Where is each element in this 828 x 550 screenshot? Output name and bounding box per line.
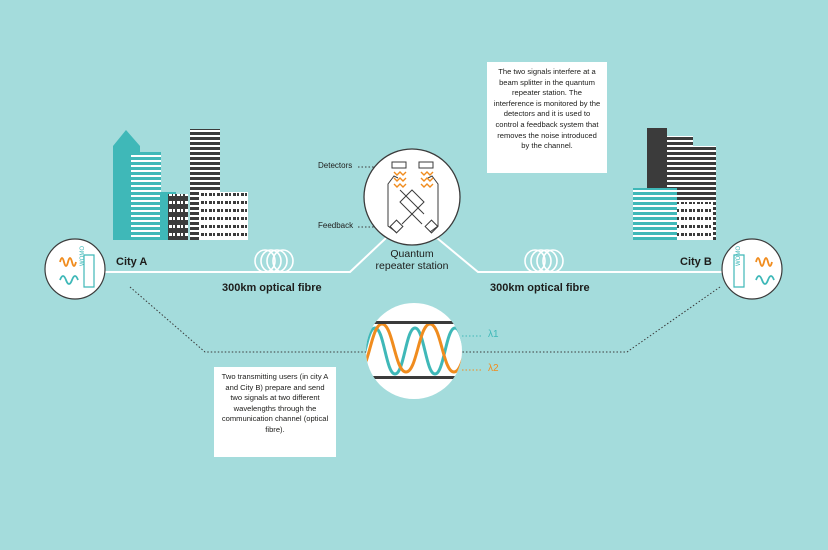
device-text-right: WOMO xyxy=(736,246,742,266)
building-icon xyxy=(673,202,713,240)
detectors-label: Detectors xyxy=(318,161,353,170)
info-box-bottom: Two transmitting users (in city A and Ci… xyxy=(214,367,336,457)
wave-icon xyxy=(366,303,482,399)
fibre-label-right: 300km optical fibre xyxy=(490,282,590,294)
building-icon xyxy=(633,188,677,240)
building-icon xyxy=(168,194,188,240)
fibre-label-left: 300km optical fibre xyxy=(222,282,322,294)
city-a-buildings xyxy=(113,129,248,240)
fibre-coil-icon xyxy=(524,249,564,273)
sender-device-icon xyxy=(721,238,783,300)
city-a-label: City A xyxy=(116,256,148,268)
detector-icon xyxy=(418,161,434,188)
feedback-label: Feedback xyxy=(318,221,354,230)
station-label-line1: Quantum xyxy=(390,248,434,260)
building-icon xyxy=(113,130,140,146)
lambda1-label: λ1 xyxy=(488,329,499,340)
detector-icon xyxy=(391,161,407,188)
lambda2-label: λ2 xyxy=(488,363,499,374)
fibre-coil-icon xyxy=(254,249,294,273)
quantum-repeater-station xyxy=(363,148,461,246)
device-text-left: WOMO xyxy=(80,246,86,266)
info-box-top: The two signals interfere at a beam spli… xyxy=(487,62,607,173)
station-label: Quantum repeater station xyxy=(362,248,462,272)
station-label-line2: repeater station xyxy=(375,260,449,272)
building-icon xyxy=(199,192,248,240)
city-b-label: City B xyxy=(680,256,712,268)
city-b-buildings xyxy=(633,128,716,240)
sender-device-icon xyxy=(44,238,106,300)
optical-fibre-line xyxy=(98,237,723,273)
building-icon xyxy=(131,152,161,240)
